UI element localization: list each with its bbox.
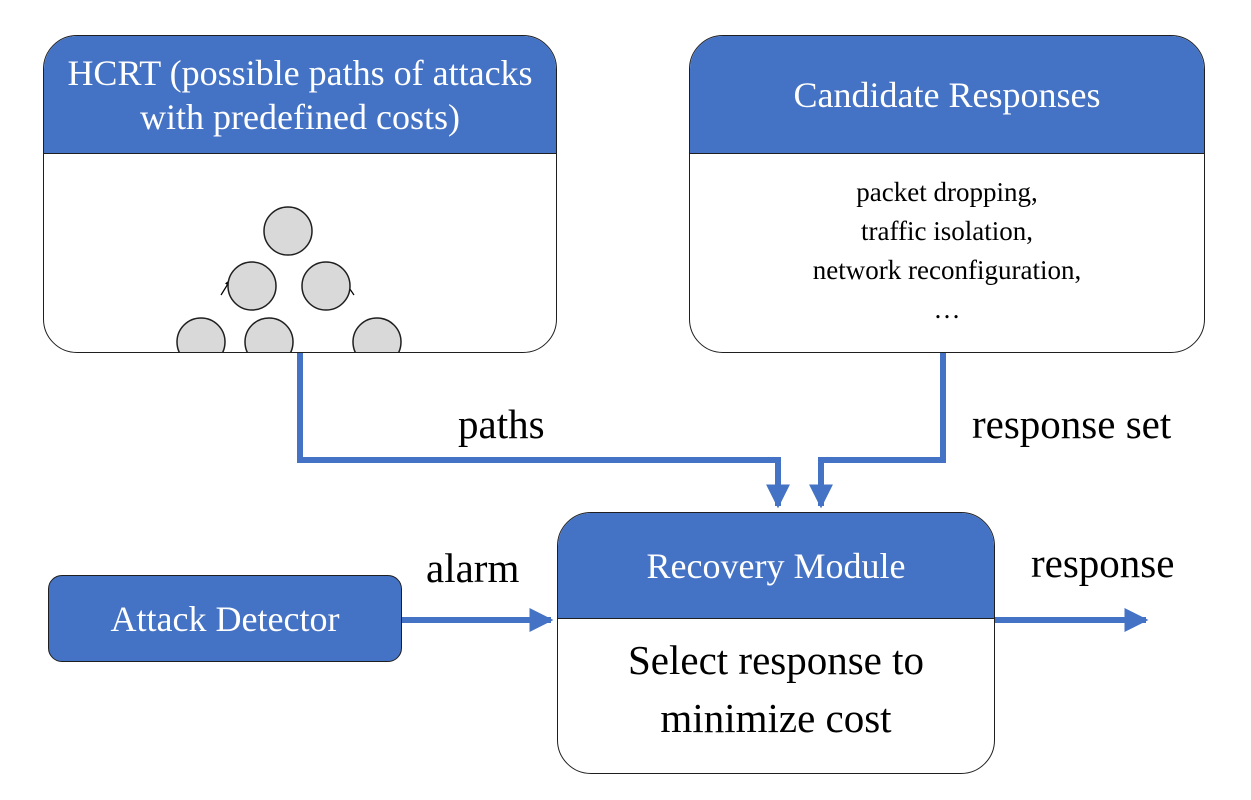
recovery-module-title: Recovery Module [558, 513, 994, 619]
tree-node [352, 317, 402, 352]
response-set-label: response set [972, 401, 1172, 447]
candidate-responses-list: packet dropping, traffic isolation, netw… [690, 173, 1204, 329]
candidate-item: packet dropping, [856, 177, 1038, 207]
tree-node [301, 261, 351, 311]
response-label: response [1031, 540, 1175, 586]
tree-node [244, 317, 294, 352]
paths-label: paths [458, 401, 545, 447]
attack-detector-label: Attack Detector [110, 598, 340, 639]
recovery-module-body: Select response to minimize cost [627, 637, 925, 741]
tree-node [176, 317, 226, 352]
response-set-arrow [809, 353, 946, 509]
candidate-item: network reconfiguration, [812, 255, 1082, 285]
hcrt-title: HCRT (possible paths of attacks with pre… [44, 36, 556, 154]
paths-arrow [297, 353, 790, 509]
hcrt-box: HCRT (possible paths of attacks with pre… [43, 35, 557, 353]
attack-detector-box: Attack Detector [48, 575, 402, 662]
candidate-responses-title: Candidate Responses [690, 36, 1204, 154]
candidate-item: traffic isolation, [861, 216, 1033, 246]
candidate-responses-box: Candidate Responses packet dropping, tra… [689, 35, 1205, 353]
candidate-item: … [933, 294, 961, 324]
tree-node [227, 261, 277, 311]
recovery-module-box: Recovery Module Select response to minim… [557, 512, 995, 774]
tree-node-root [263, 206, 313, 256]
attack-tree-graphic [176, 206, 402, 352]
alarm-label: alarm [426, 545, 520, 591]
